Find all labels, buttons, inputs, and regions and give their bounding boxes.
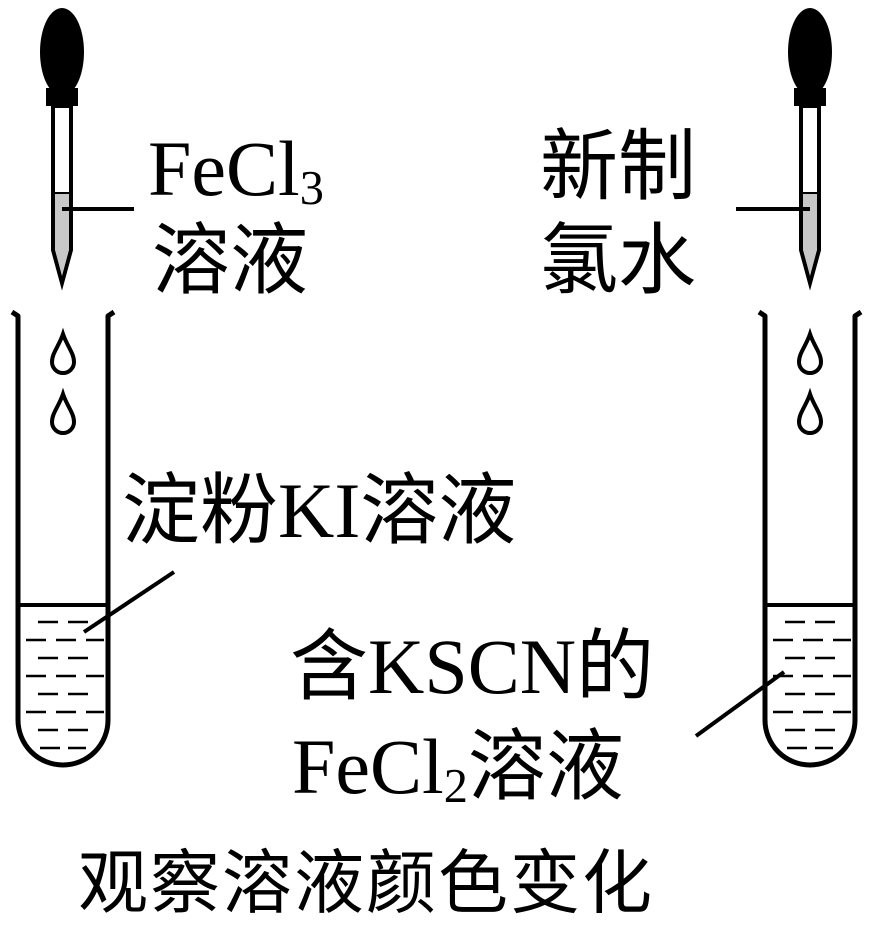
right-tube-glass [757,309,863,768]
left-reagent-label-line2: 溶液 [152,217,309,304]
left-tube-leader [82,570,176,634]
left-dropper-liquid [55,193,69,276]
left-reagent-formula: FeCl [148,125,300,212]
caption: 观察溶液颜色变化 [78,846,654,923]
left-tube-glass [10,309,116,768]
left-reagent-label-line1: FeCl3 [148,130,324,213]
left-dropper-bulb-collar [46,88,78,106]
right-test-tube [757,309,863,768]
left-tube-solution-label: 淀粉KI溶液 [122,467,517,554]
right-tube-liquid-dashes [773,620,851,750]
right-drop-1 [796,327,824,375]
left-drop-2 [49,387,77,435]
right-reagent-label-line2: 氯水 [540,217,697,304]
right-tube-leader [694,670,786,738]
right-tube-solution-label-line1: 含KSCN的 [290,623,655,710]
left-tube-liquid-dashes [26,620,104,750]
right-dropper-liquid [803,193,817,276]
left-test-tube [10,309,116,768]
left-drop-1 [49,327,77,375]
right-dropper-bulb [788,8,832,96]
right-tube-solution-label-line2: FeCl2溶液 [292,728,624,811]
right-reagent-label-line1: 新制 [540,123,697,210]
left-tube-liquid [18,605,108,765]
right-tube-solution-word: 溶液 [467,723,624,810]
left-dropper [40,8,84,291]
right-drop-2 [796,387,824,435]
left-dropper-bulb [40,8,84,96]
right-tube-subscript: 2 [443,759,468,813]
right-tube-formula: FeCl [292,723,444,810]
right-dropper-bulb-collar [794,88,826,106]
right-dropper [788,8,832,291]
left-reagent-subscript: 3 [299,161,324,215]
